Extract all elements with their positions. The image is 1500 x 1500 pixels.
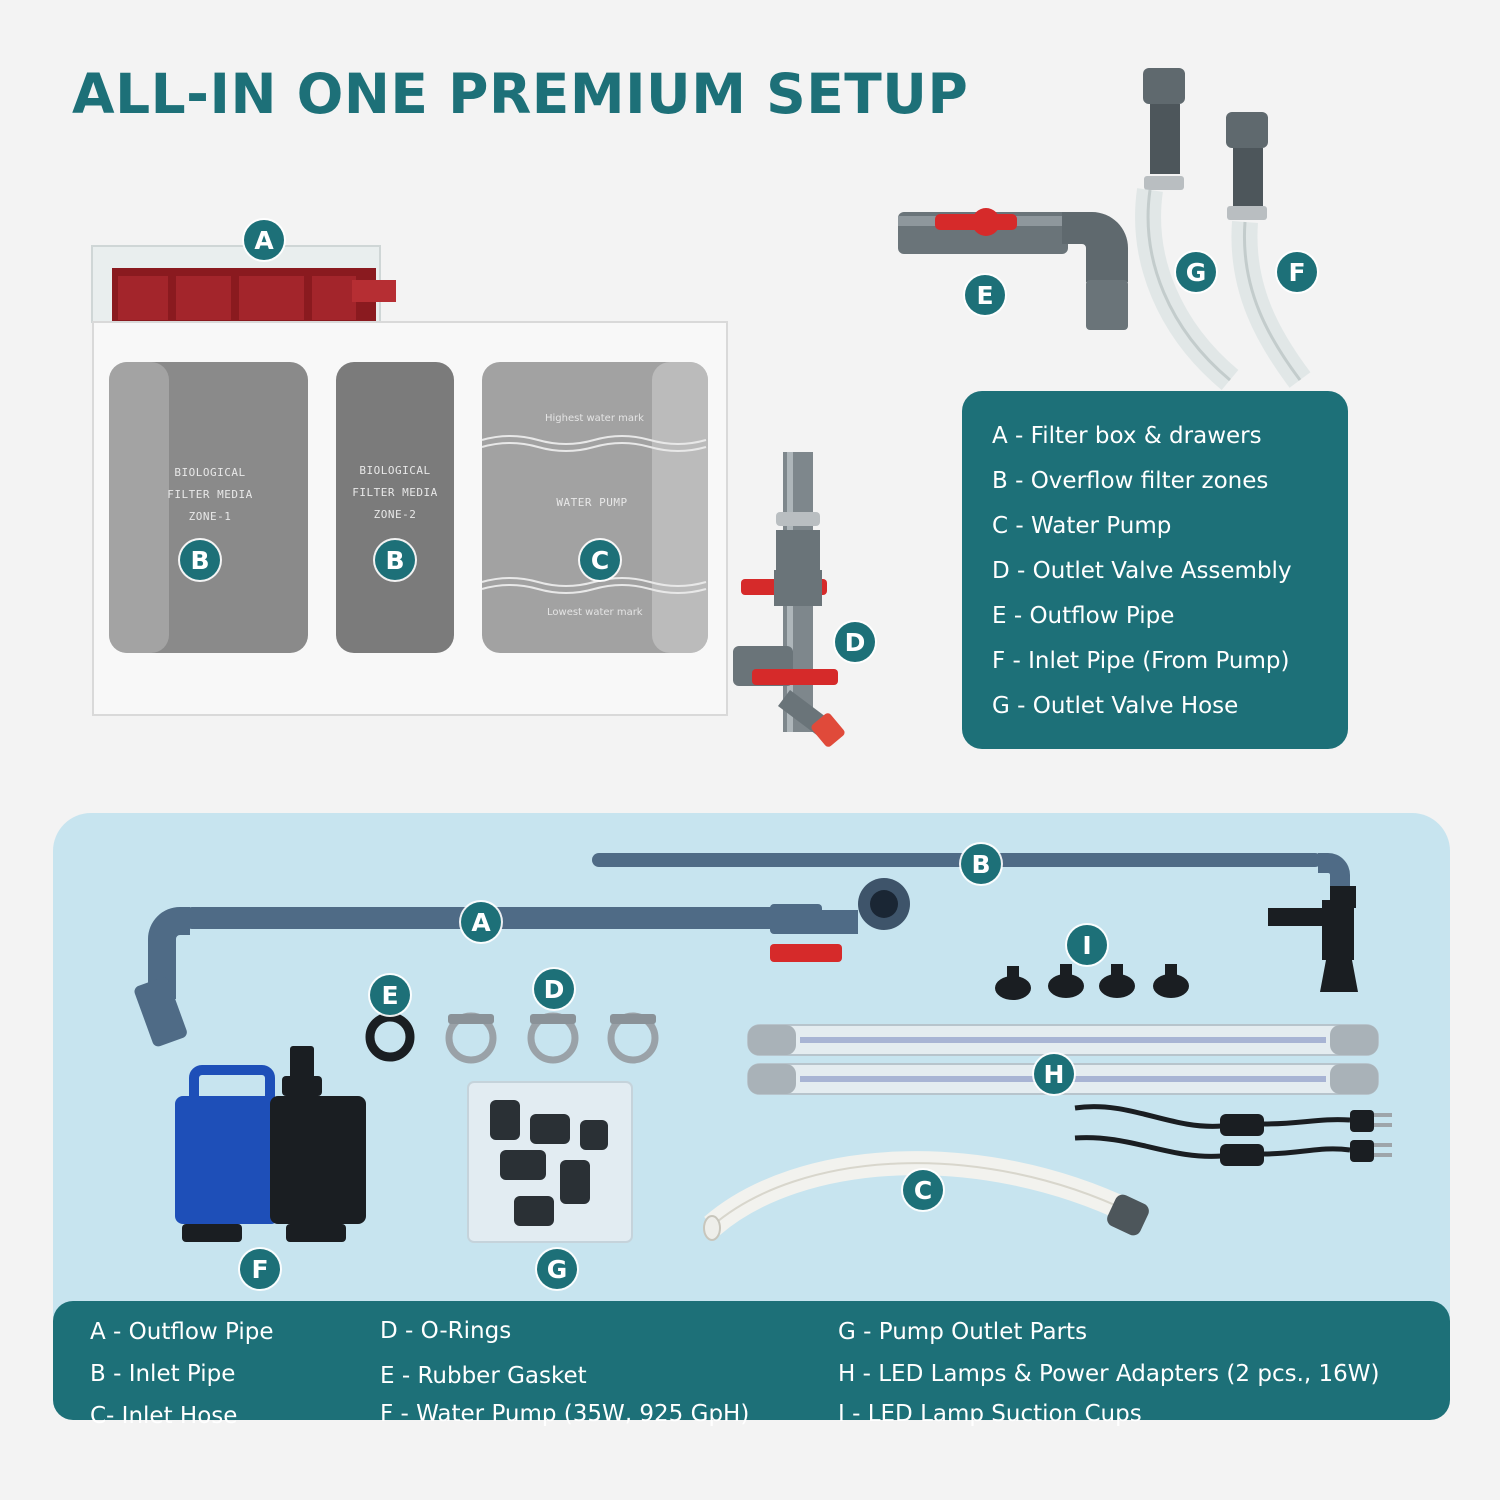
top-legend-item: F - Inlet Pipe (From Pump) <box>992 648 1290 674</box>
kit-badge-c: C <box>903 1170 943 1210</box>
kit-badge-b: B <box>961 844 1001 884</box>
kit-badge-f: F <box>240 1249 280 1289</box>
outflow-pipe-image <box>898 208 1128 330</box>
top-legend-item: D - Outlet Valve Assembly <box>992 558 1292 584</box>
top-legend-item: A - Filter box & drawers <box>992 423 1262 449</box>
bottom-legend-item: B - Inlet Pipe <box>90 1361 236 1387</box>
kit-badge-g: G <box>537 1249 577 1289</box>
bottom-legend-panel: A - Outflow Pipe B - Inlet Pipe C- Inlet… <box>53 1301 1450 1429</box>
zone1-label-line2: FILTER MEDIA <box>167 488 253 501</box>
top-legend-panel: A - Filter box & drawers B - Overflow fi… <box>962 391 1348 749</box>
outlet-valve-assembly-image <box>733 452 845 747</box>
kit-badge-h: H <box>1034 1054 1074 1094</box>
page-title: ALL-IN ONE PREMIUM SETUP <box>72 62 969 126</box>
bottom-legend-item: G - Pump Outlet Parts <box>838 1319 1088 1345</box>
highest-water-mark: Highest water mark <box>545 413 644 424</box>
badge-b-zone1: B <box>180 540 220 580</box>
bottom-legend-item: I - LED Lamp Suction Cups <box>838 1401 1142 1427</box>
bottom-legend-item: D - O-Rings <box>380 1318 512 1344</box>
bottom-legend-item: H - LED Lamps & Power Adapters (2 pcs., … <box>838 1361 1380 1387</box>
bottom-legend-item: E - Rubber Gasket <box>380 1363 587 1389</box>
hose-f-image <box>1226 112 1311 388</box>
badge-c-water-pump: C <box>580 540 620 580</box>
hose-g-image <box>1135 68 1239 390</box>
zone2-label: BIOLOGICAL FILTER MEDIA ZONE-2 <box>336 460 454 526</box>
zone1-label: BIOLOGICAL FILTER MEDIA ZONE-1 <box>150 462 270 528</box>
bottom-legend-item: A - Outflow Pipe <box>90 1319 274 1345</box>
lowest-water-mark: Lowest water mark <box>547 607 643 618</box>
badge-b-zone2: B <box>375 540 415 580</box>
zone2-label-line3: ZONE-2 <box>373 508 417 521</box>
zone1-label-line1: BIOLOGICAL <box>174 466 246 479</box>
zone1-label-line3: ZONE-1 <box>188 510 232 523</box>
top-legend-item: B - Overflow filter zones <box>992 468 1269 494</box>
sump-tank-image <box>92 321 728 716</box>
top-product-illustration <box>91 68 1311 747</box>
zone2-label-line2: FILTER MEDIA <box>352 486 438 499</box>
bottom-legend-item: C- Inlet Hose <box>90 1403 238 1429</box>
badge-e-outflow: E <box>965 275 1005 315</box>
kit-badge-a: A <box>461 902 501 942</box>
badge-d-valve: D <box>835 622 875 662</box>
top-legend-item: E - Outflow Pipe <box>992 603 1175 629</box>
kit-badge-i: I <box>1067 925 1107 965</box>
badge-a-filter-box: A <box>244 220 284 260</box>
zone3-label: WATER PUMP <box>556 496 628 509</box>
filter-box-image <box>91 245 396 324</box>
bottom-legend-item: F - Water Pump (35W, 925 GpH) <box>380 1401 750 1427</box>
badge-f-hose: F <box>1277 252 1317 292</box>
badge-g-hose: G <box>1176 252 1216 292</box>
top-legend-item: C - Water Pump <box>992 513 1172 539</box>
zone2-label-line1: BIOLOGICAL <box>359 464 431 477</box>
top-legend-item: G - Outlet Valve Hose <box>992 693 1239 719</box>
kit-badge-d: D <box>534 969 574 1009</box>
kit-badge-e: E <box>370 975 410 1015</box>
